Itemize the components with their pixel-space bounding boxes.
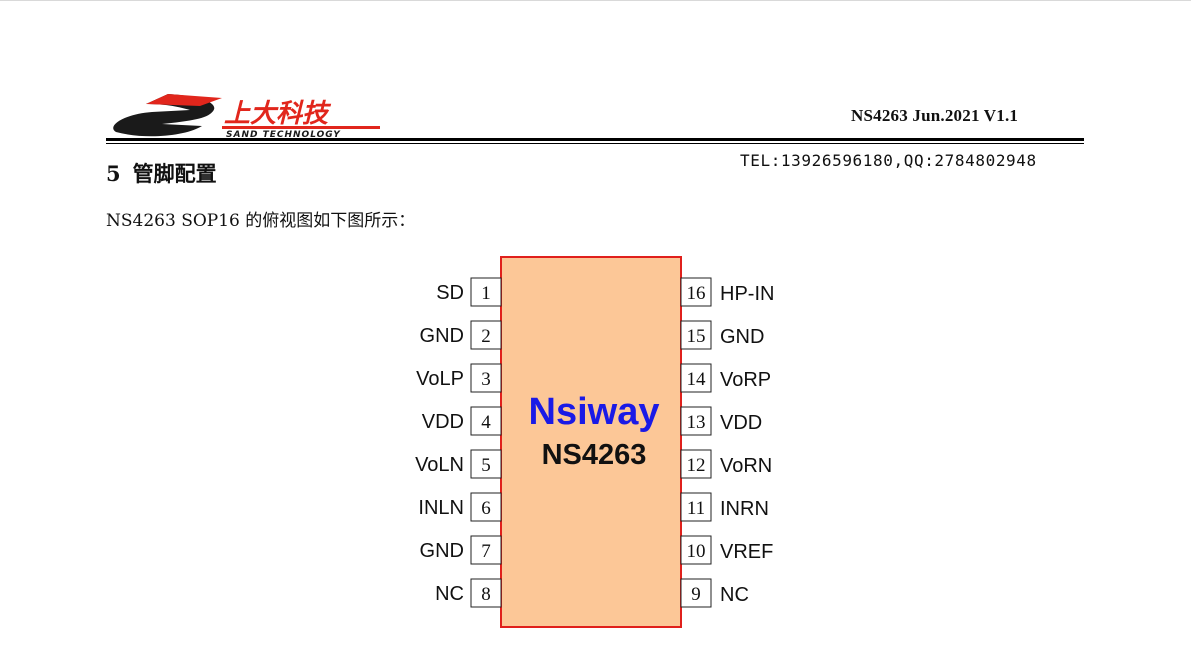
section-number: 5 bbox=[106, 161, 121, 186]
chip-body bbox=[500, 256, 682, 628]
pin-12-box bbox=[680, 449, 712, 479]
pin-3-number: 3 bbox=[481, 369, 491, 390]
pin-5-label: VoLN bbox=[415, 454, 464, 476]
pin-14-number: 14 bbox=[687, 369, 707, 390]
pin-16-number: 16 bbox=[687, 283, 706, 304]
pin-16-box bbox=[680, 277, 712, 307]
pin-13-label: VDD bbox=[720, 412, 762, 434]
right-pins: 16 HP-IN 15 GND 14 VoRP 13 VDD 12 VoRN 11 INRN 10 VRE… bbox=[680, 277, 774, 608]
pin-4-box bbox=[470, 406, 502, 436]
chip-brand: Nsiway bbox=[529, 391, 660, 433]
pin-9-label: NC bbox=[720, 584, 749, 606]
logo-cn-text: 上大科技 bbox=[224, 99, 332, 129]
pin-5-box bbox=[470, 449, 502, 479]
pin-8-box bbox=[470, 578, 502, 608]
pin-1-box bbox=[470, 277, 502, 307]
contact-info: TEL:13926596180,QQ:2784802948 bbox=[740, 151, 1037, 170]
pin-7-label: GND bbox=[420, 540, 464, 562]
pin-6-box bbox=[470, 492, 502, 522]
pin-8-label: NC bbox=[435, 583, 464, 605]
header-rule-thin bbox=[106, 143, 1084, 144]
pin-13-number: 13 bbox=[687, 412, 706, 433]
pin-7-box bbox=[470, 535, 502, 565]
pin-4-label: VDD bbox=[422, 411, 464, 433]
pin-5-number: 5 bbox=[481, 455, 491, 476]
pin-12-number: 12 bbox=[687, 455, 706, 476]
pin-15-box bbox=[680, 320, 712, 350]
pin-11-label: INRN bbox=[720, 498, 769, 520]
intro-paragraph: NS4263 SOP16 的俯视图如下图所示： bbox=[106, 211, 416, 231]
pin-1-label: SD bbox=[436, 282, 464, 304]
logo-s-swoosh bbox=[146, 94, 222, 106]
header-rule bbox=[106, 138, 1084, 141]
pin-13-box bbox=[680, 406, 712, 436]
pin-2-label: GND bbox=[420, 325, 464, 347]
pin-9-number: 9 bbox=[691, 584, 701, 605]
section-heading: 5 管脚配置 bbox=[106, 158, 217, 188]
pin-11-box bbox=[680, 492, 712, 522]
sand-technology-logo: 上大科技 SAND TECHNOLOGY bbox=[113, 94, 380, 140]
pin-2-number: 2 bbox=[481, 326, 491, 347]
pin-4-number: 4 bbox=[481, 412, 491, 433]
pin-12-label: VoRN bbox=[720, 455, 772, 477]
pin-15-number: 15 bbox=[687, 326, 706, 347]
logo-underline bbox=[222, 126, 380, 129]
pin-9-box bbox=[680, 578, 712, 608]
pin-2-box bbox=[470, 320, 502, 350]
pin-14-label: VoRP bbox=[720, 369, 771, 391]
section-title-text: 管脚配置 bbox=[132, 161, 217, 186]
pin-3-box bbox=[470, 363, 502, 393]
pin-15-label: GND bbox=[720, 326, 764, 348]
pin-3-label: VoLP bbox=[416, 368, 464, 390]
pin-7-number: 7 bbox=[481, 541, 491, 562]
pin-10-number: 10 bbox=[687, 541, 706, 562]
pin-8-number: 8 bbox=[481, 584, 491, 605]
pin-16-label: HP-IN bbox=[720, 283, 774, 305]
pin-6-number: 6 bbox=[481, 498, 491, 519]
pin-11-number: 11 bbox=[687, 498, 705, 519]
pin-10-box bbox=[680, 535, 712, 565]
pin-1-number: 1 bbox=[481, 283, 491, 304]
pin-6-label: INLN bbox=[418, 497, 464, 519]
page-top-border bbox=[0, 0, 1191, 1]
chip-part-number: NS4263 bbox=[542, 439, 647, 471]
pin-10-label: VREF bbox=[720, 541, 773, 563]
logo-en-text: SAND TECHNOLOGY bbox=[226, 130, 341, 140]
pin-14-box bbox=[680, 363, 712, 393]
document-version: NS4263 Jun.2021 V1.1 bbox=[851, 106, 1019, 125]
